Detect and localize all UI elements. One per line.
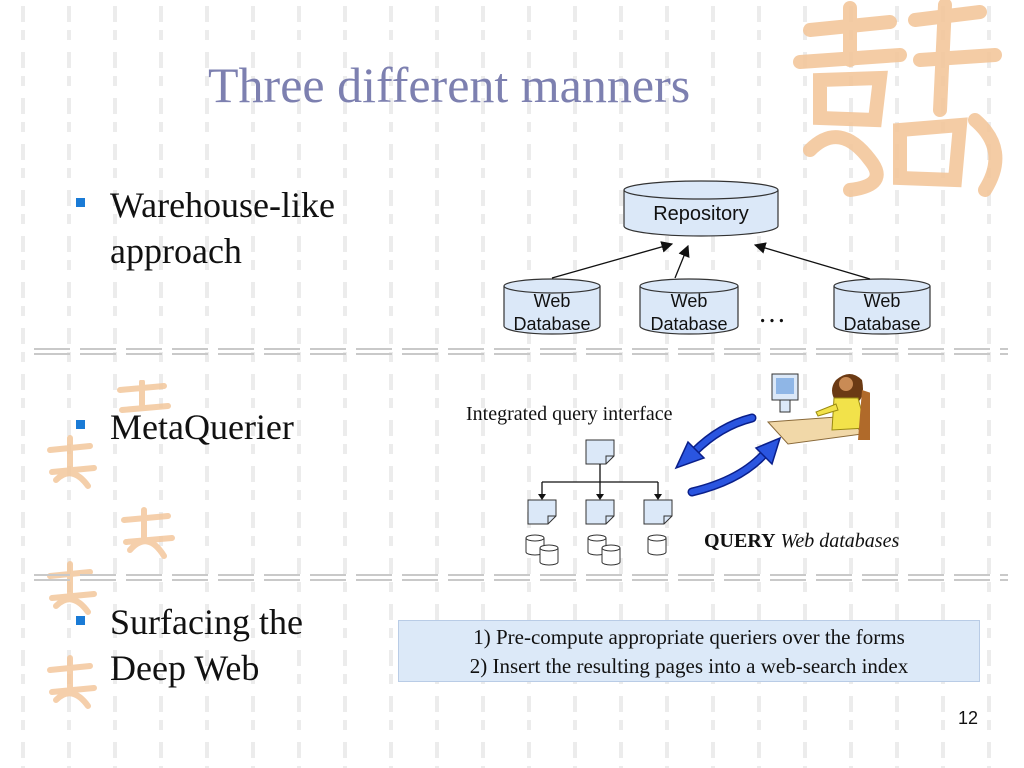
repository-cylinder — [623, 180, 779, 237]
db-label-line2: Database — [843, 314, 921, 334]
document-icon — [585, 439, 615, 465]
bullet-warehouse-line1: Warehouse-like — [110, 185, 335, 225]
arrowhead — [596, 494, 604, 500]
bullet-warehouse-line2: approach — [110, 231, 242, 271]
db-label-line1: Web — [670, 291, 708, 311]
document-icon — [643, 499, 673, 525]
warehouse-diagram — [503, 180, 931, 335]
arrow-line — [674, 244, 690, 279]
small-database-icons — [525, 534, 667, 566]
query-web-databases-label: QUERY Web databases — [704, 530, 899, 553]
metaquerier-diagram — [525, 373, 870, 566]
bullet-surfacing: Surfacing the Deep Web — [110, 599, 303, 691]
bullet-metaquerier: MetaQuerier — [110, 404, 294, 450]
bullet-surfacing-line2: Deep Web — [110, 648, 260, 688]
web-database-label: Web Database — [834, 290, 930, 336]
web-database-label: Web Database — [504, 290, 600, 336]
arrowhead — [538, 494, 546, 500]
calligraphy-watermark — [793, 0, 1003, 197]
integrated-query-interface-label: Integrated query interface — [466, 403, 673, 425]
section-divider — [28, 574, 1008, 582]
slide-title: Three different manners — [208, 57, 691, 113]
db-label-line2: Database — [650, 314, 728, 334]
page-number: 12 — [957, 708, 978, 728]
arrowhead — [654, 494, 662, 500]
user-at-computer-icon — [766, 373, 870, 445]
arrow-line — [551, 241, 674, 279]
surfacing-step-1: 1) Pre-compute appropriate queriers over… — [473, 625, 905, 649]
bullet-metaquerier-line1: MetaQuerier — [110, 407, 294, 447]
web-database-cylinder — [833, 278, 931, 335]
curved-arrow-icon — [674, 413, 757, 470]
repository-label: Repository — [653, 203, 749, 225]
bullet-square-icon — [76, 616, 85, 625]
db-label-line2: Database — [513, 314, 591, 334]
web-database-label: Web Database — [640, 290, 738, 336]
db-label-line1: Web — [533, 291, 571, 311]
db-label-line1: Web — [863, 291, 901, 311]
surfacing-step-2: 2) Insert the resulting pages into a web… — [469, 654, 909, 678]
curved-arrow-icon — [687, 436, 782, 497]
bullet-square-icon — [76, 198, 85, 207]
web-database-cylinder — [503, 278, 601, 335]
bullet-square-icon — [76, 420, 85, 429]
document-icon — [585, 499, 615, 525]
bullet-warehouse: Warehouse-like approach — [110, 182, 335, 274]
web-databases-italic: Web databases — [780, 530, 900, 552]
section-divider — [28, 348, 1008, 356]
document-icon — [527, 499, 557, 525]
surfacing-steps-box: 1) Pre-compute appropriate queriers over… — [398, 620, 980, 682]
arrow-line — [753, 242, 871, 280]
ellipsis: … — [758, 298, 786, 329]
bullet-surfacing-line1: Surfacing the — [110, 602, 303, 642]
query-bold: QUERY — [704, 530, 776, 552]
web-database-cylinder — [639, 278, 739, 335]
